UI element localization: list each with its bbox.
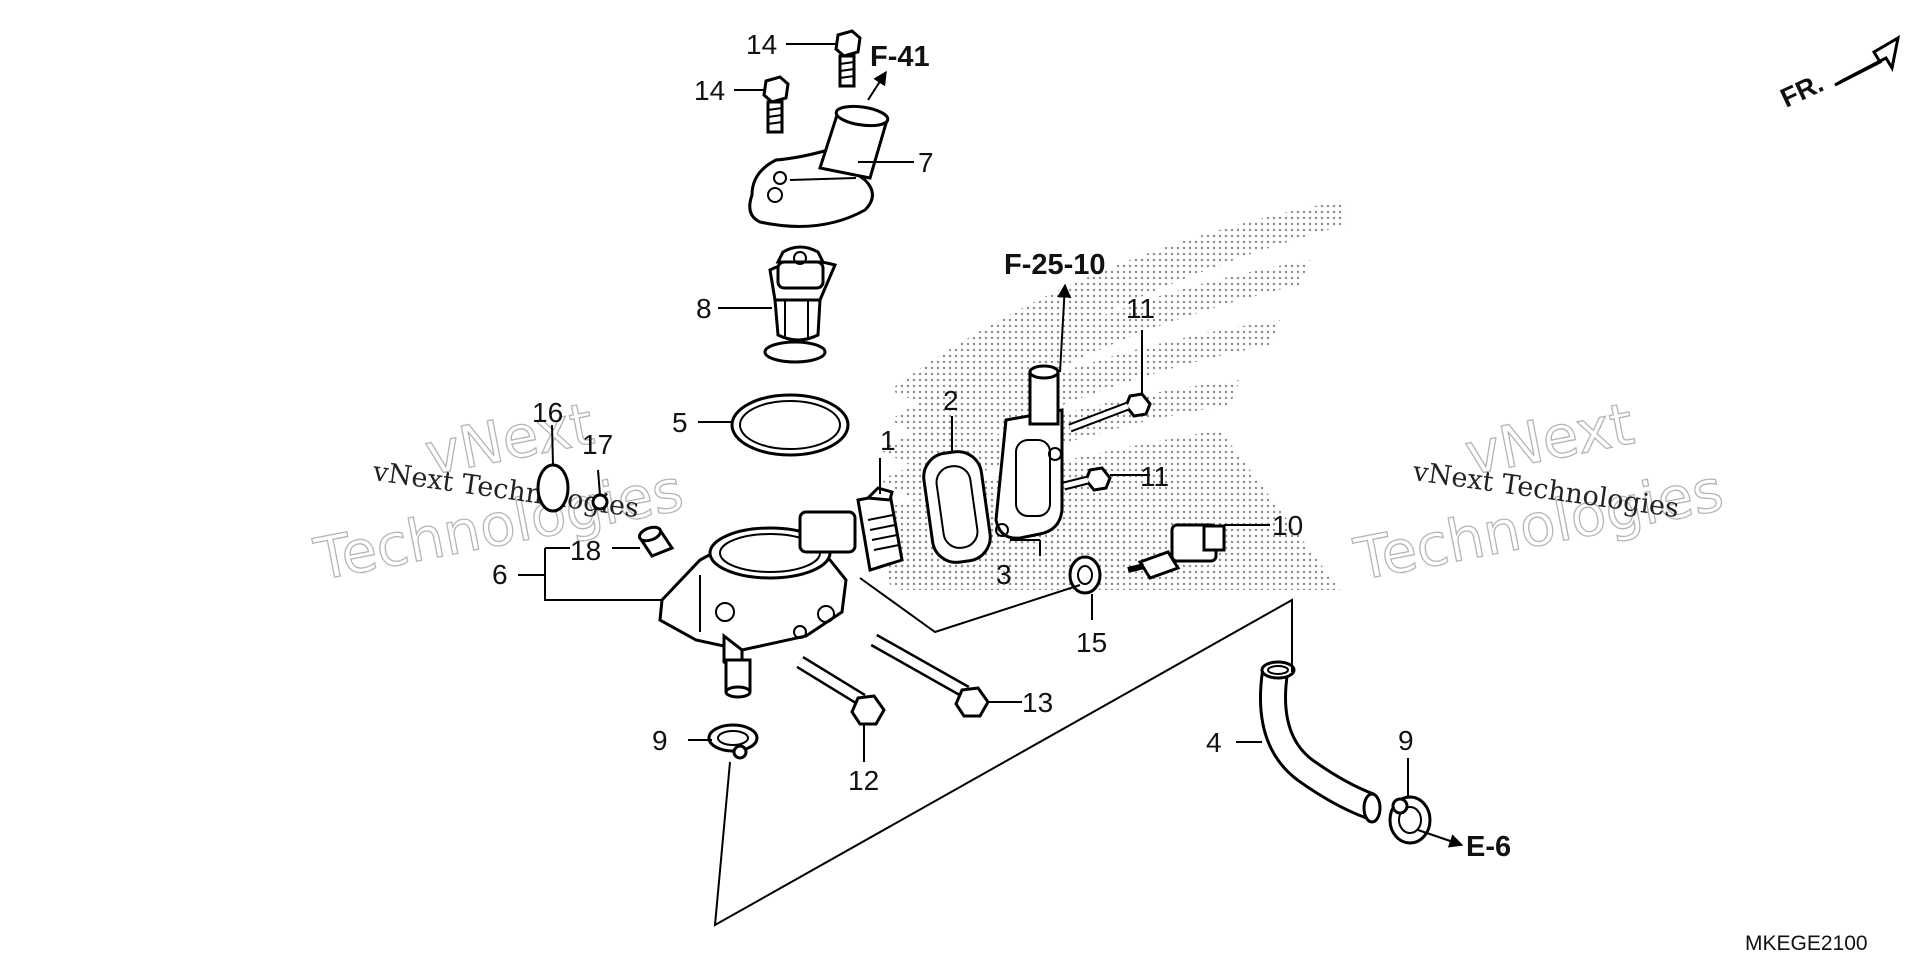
- part-15-washer: [1068, 555, 1102, 595]
- part-12-bolt: [796, 656, 886, 726]
- part-14-bolt-a: [834, 29, 862, 88]
- callout-2: 2: [943, 385, 959, 416]
- part-2-gasket: [922, 450, 992, 564]
- watermark-right: vNext Technologies vNext Technologies: [1348, 389, 1729, 595]
- part-1-filter: [856, 486, 904, 572]
- callout-1: 1: [880, 425, 896, 456]
- callout-5: 5: [672, 407, 688, 438]
- callout-9-right: 9: [1398, 725, 1414, 756]
- part-16-o-ring: [536, 463, 570, 513]
- part-3-water-outlet: [994, 364, 1064, 540]
- part-9-clamp-a: [707, 723, 759, 760]
- callout-7: 7: [918, 147, 934, 178]
- part-8-thermostat: [763, 245, 838, 364]
- part-11-bolt-b: [1062, 466, 1112, 492]
- callout-11-bottom: 11: [1140, 461, 1169, 492]
- reference-f41: F-41: [870, 41, 930, 73]
- callout-12: 12: [848, 765, 879, 796]
- callout-labels: 1 2 3 4 5 6 7 8 9 9 10 11 11 12 13 14 14…: [492, 29, 1414, 796]
- leader-lines: [518, 43, 1464, 927]
- reference-f2510: F-25-10: [1004, 249, 1106, 281]
- callout-9-left: 9: [652, 725, 668, 756]
- callout-8: 8: [696, 293, 712, 324]
- callout-18: 18: [570, 535, 601, 566]
- reference-labels: F-41 F-25-10 E-6: [870, 41, 1511, 863]
- callout-16: 16: [532, 397, 563, 428]
- part-18-fitting: [637, 525, 675, 558]
- front-direction-label: FR.: [1776, 68, 1828, 114]
- part-13-bolt: [870, 633, 990, 718]
- part-14-bolt-b: [762, 75, 790, 134]
- front-arrow-icon: [1834, 35, 1901, 87]
- callout-4: 4: [1206, 727, 1222, 758]
- callout-14-left: 14: [694, 75, 725, 106]
- callout-17: 17: [582, 429, 613, 460]
- part-5-o-ring: [730, 393, 850, 457]
- callout-15: 15: [1076, 627, 1107, 658]
- callout-13: 13: [1022, 687, 1053, 718]
- callout-6: 6: [492, 559, 508, 590]
- part-9-clamp-b: [1388, 795, 1432, 845]
- diagram-code: MKEGE2100: [1745, 932, 1868, 955]
- callout-11-top: 11: [1126, 293, 1155, 324]
- part-4-water-hose: [1259, 660, 1382, 824]
- front-direction-indicator: FR.: [1776, 35, 1901, 114]
- reference-e6: E-6: [1466, 831, 1511, 863]
- part-6-thermostat-housing: [658, 510, 857, 699]
- callout-10: 10: [1272, 510, 1303, 541]
- callout-3: 3: [996, 559, 1012, 590]
- part-17-plug: [591, 493, 609, 511]
- part-10-temperature-sensor: [1127, 523, 1226, 580]
- callout-14-top: 14: [746, 29, 777, 60]
